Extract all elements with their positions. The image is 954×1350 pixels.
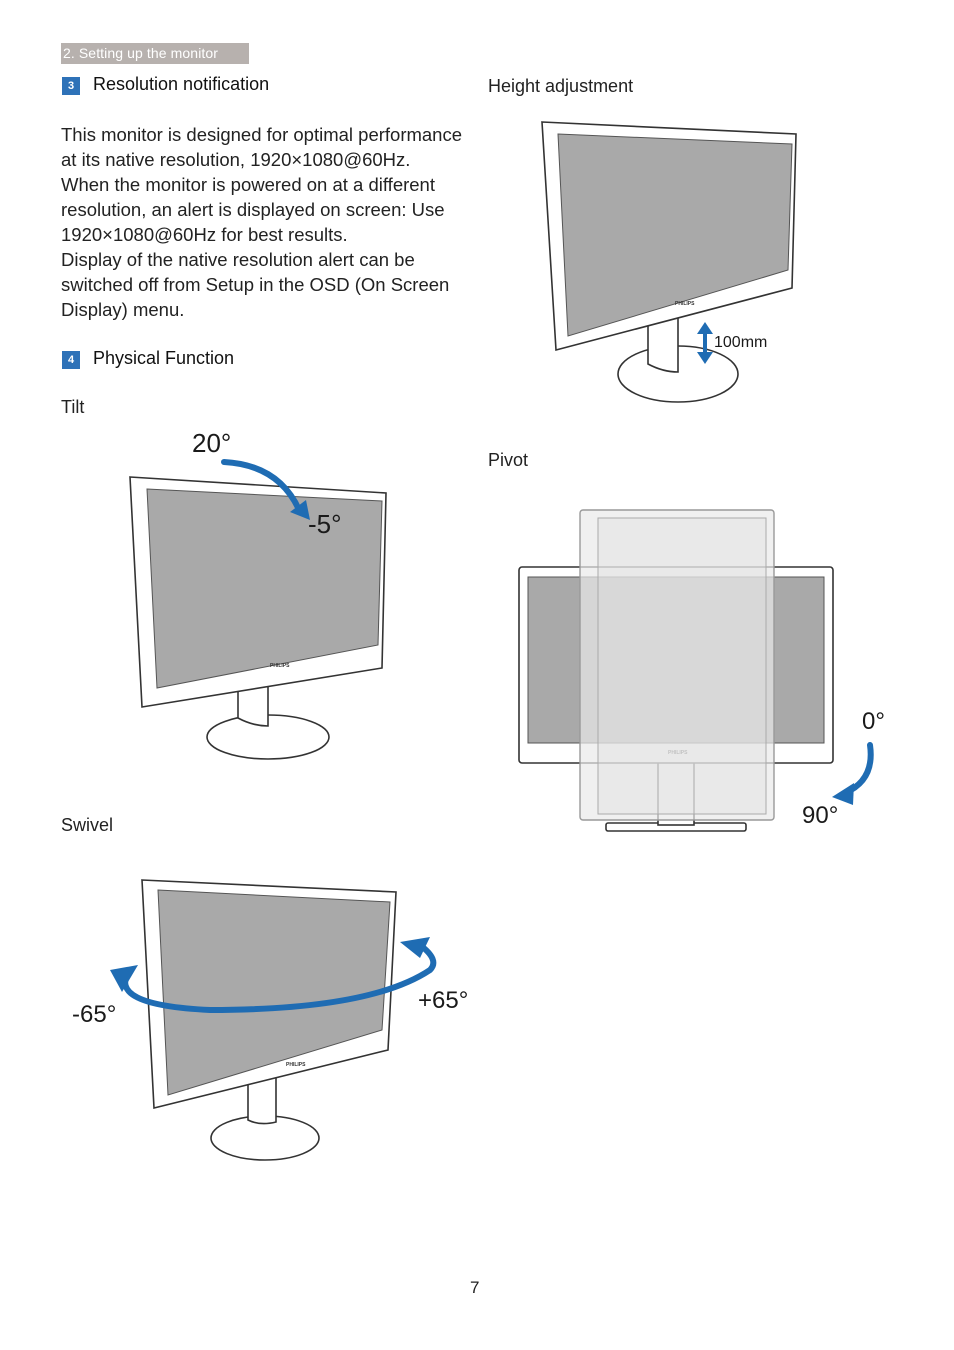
brand-logo: PHILIPS (270, 663, 290, 669)
tilt-label: Tilt (61, 397, 85, 417)
resolution-text: This monitor is designed for optimal per… (61, 122, 466, 322)
height-range-label: 100mm (714, 334, 767, 351)
portrait-ghost-screen (597, 517, 767, 815)
resolution-paragraph-1: This monitor is designed for optimal per… (61, 124, 463, 170)
swivel-arrow-head-left (110, 965, 138, 992)
pivot-figure: PHILIPS 0° 90° (518, 509, 885, 832)
pivot-angle-end: 90° (802, 802, 838, 829)
monitor-screen (557, 133, 793, 337)
height-arrow-down (697, 352, 713, 364)
swivel-arrow-head-right (400, 937, 430, 958)
brand-logo: PHILIPS (286, 1062, 306, 1068)
swivel-figure: PHILIPS -65° +65° (72, 879, 468, 1161)
resolution-paragraph-2: When the monitor is powered on at a diff… (61, 174, 445, 245)
tilt-angle-lower: -5° (308, 509, 342, 539)
tilt-arrow-head (290, 500, 310, 520)
tilt-figure: PHILIPS 20° -5° (129, 428, 387, 760)
tilt-angle-upper: 20° (192, 428, 231, 458)
height-figure: PHILIPS 100mm (541, 121, 797, 403)
resolution-paragraph-3: Display of the native resolution alert c… (61, 249, 450, 320)
height-arrow-up (697, 322, 713, 334)
section-number-badge: 4 (62, 351, 80, 369)
pivot-arrow (842, 742, 874, 796)
swivel-arrow (122, 942, 437, 1014)
pivot-arrow-head (832, 783, 854, 805)
pivot-label: Pivot (488, 450, 529, 470)
section-title-physical: Physical Function (93, 348, 235, 368)
portrait-ghost-bezel (579, 509, 775, 821)
monitor-screen (157, 889, 391, 1096)
swivel-angle-left: -65° (72, 1001, 116, 1028)
swivel-angle-right: +65° (418, 987, 468, 1014)
pivot-angle-start: 0° (862, 708, 885, 735)
swivel-label: Swivel (61, 815, 114, 835)
tilt-arrow (221, 459, 303, 515)
monitor-screen (146, 488, 383, 689)
height-label: Height adjustment (488, 76, 634, 96)
section-number-badge: 3 (62, 77, 80, 95)
page-number: 7 (470, 1278, 480, 1297)
section-header-tab: 2. Setting up the monitor (61, 43, 249, 64)
section-title-resolution: Resolution notification (93, 74, 270, 94)
brand-logo: PHILIPS (675, 301, 695, 307)
